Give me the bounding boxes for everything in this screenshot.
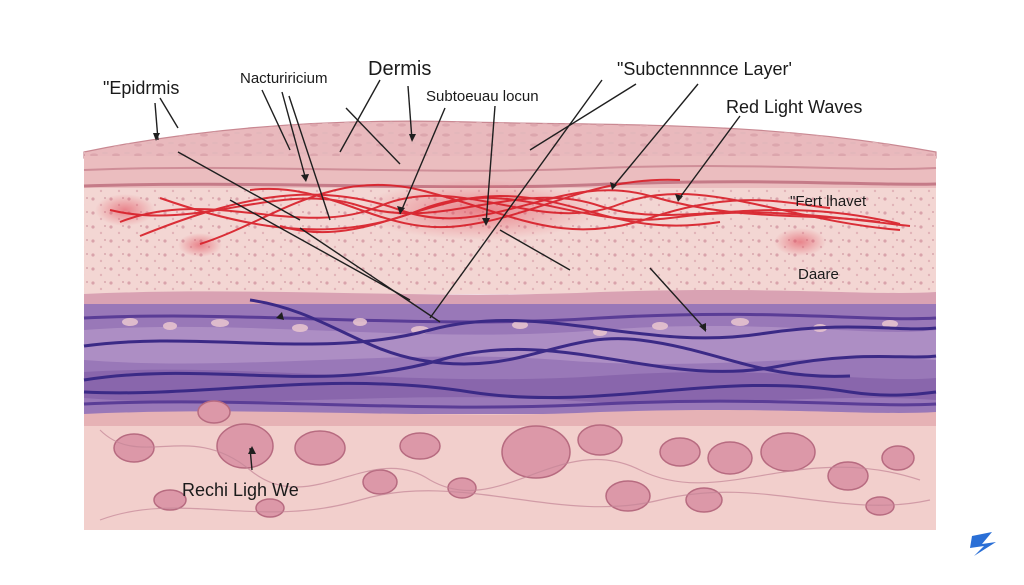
deep-waves: [83, 298, 937, 400]
subcutaneous-layer-label: "Subctennnnce Layer': [617, 59, 792, 79]
red-light-waves-label: Red Light Waves: [726, 97, 863, 117]
deep-tissue-layer: [84, 414, 936, 530]
skin-top-texture: [84, 121, 936, 158]
dermis-label: Dermis: [368, 58, 432, 80]
subtoeuau-label: Subtoeuau locun: [426, 88, 539, 105]
epidermis-label: "Epidrmis: [103, 78, 180, 98]
tissue-cells: [113, 400, 915, 518]
leader-lines: [154, 79, 741, 471]
lightning-logo-icon: [970, 532, 996, 556]
fert-haves-label: "Fert lhavet: [790, 193, 867, 210]
daare-label: Daare: [798, 266, 839, 283]
nacturiricium-label: Nacturiricium: [240, 70, 328, 87]
rechi-ligh-label: Rechi Ligh We: [182, 480, 299, 500]
